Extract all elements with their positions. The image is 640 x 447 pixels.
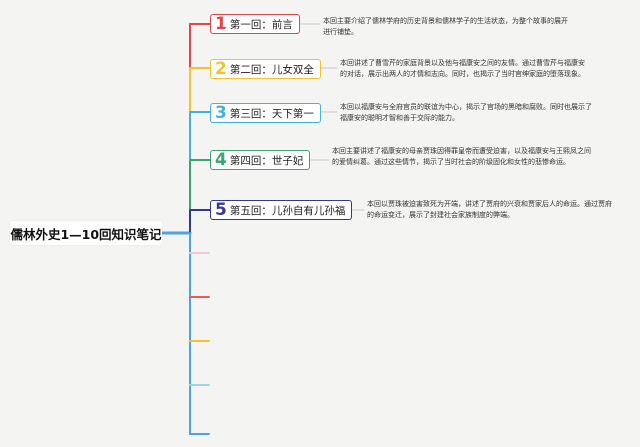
root-topic[interactable]: 儒林外史1—10回知识笔记: [10, 221, 162, 245]
chapter-2-node[interactable]: 2 第二回：儿女双全: [210, 59, 321, 79]
chapter-1-title: 第一回：前言: [229, 18, 293, 31]
chapter-4-node[interactable]: 4 第四回：世子妃: [210, 150, 311, 170]
chapter-3-description: 本回以福康安与全府官员的联谊为中心，揭示了官场的黑暗和腐败。同时也展示了福康安的…: [340, 103, 592, 122]
chapter-2-title: 第二回：儿女双全: [229, 63, 314, 76]
chapter-3-title: 第三回：天下第一: [229, 107, 314, 120]
chapter-4-description: 本回主要讲述了福康安的母亲贾珠因得罪皇帝而遭受迫害，以及福康安与王熙凤之间的爱情…: [332, 147, 591, 166]
chapter-1-number: 1: [215, 14, 227, 34]
chapter-5-title: 第五回：儿孙自有儿孙福: [229, 204, 346, 217]
chapter-5-description: 本回以贾珠被迫害致死为开端，讲述了贾府的兴衰和贾家后人的命运。通过贾府的命运变迁…: [367, 200, 612, 219]
chapter-2-description: 本回讲述了曹雪芹的家庭背景以及他与福康安之间的友情。通过曹雪芹与福康安的对话，展…: [340, 59, 585, 78]
chapter-4-number: 4: [215, 150, 227, 170]
chapter-5-number: 5: [215, 200, 227, 220]
chapter-5-node[interactable]: 5 第五回：儿孙自有儿孙福: [210, 200, 353, 220]
chapter-3-node[interactable]: 3 第三回：天下第一: [210, 103, 321, 123]
chapter-1-description: 本回主要介绍了儒林学府的历史背景和儒林学子的生活状态，为整个故事的展开进行铺垫。: [323, 17, 568, 36]
chapter-4-title: 第四回：世子妃: [229, 154, 304, 167]
chapter-1-node[interactable]: 1 第一回：前言: [210, 14, 300, 34]
chapter-3-number: 3: [215, 103, 227, 123]
root-title: 儒林外史1—10回知识笔记: [10, 226, 162, 242]
chapter-2-number: 2: [215, 59, 227, 79]
